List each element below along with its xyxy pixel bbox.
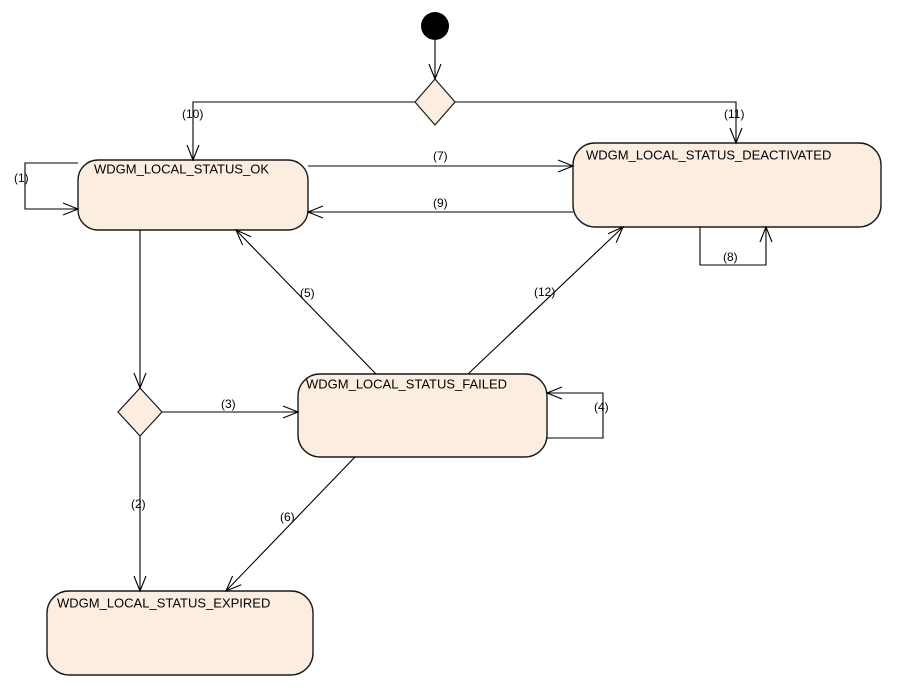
state-ok-label: WDGM_LOCAL_STATUS_OK: [94, 162, 269, 177]
transition-10: (10): [182, 101, 415, 162]
transition-4: (4): [545, 386, 609, 439]
transition-9: (9): [306, 196, 573, 219]
transition-9-label: (9): [433, 196, 448, 210]
transition-1-label: (1): [14, 171, 29, 185]
transition-3-label: (3): [221, 397, 236, 411]
transition-2-label: (2): [131, 497, 146, 511]
transition-5: (5): [234, 228, 377, 375]
top-choice-diamond: [414, 78, 456, 126]
transition-1: (1): [14, 162, 80, 216]
state-expired-label: WDGM_LOCAL_STATUS_EXPIRED: [57, 596, 270, 611]
transition-2: (2): [131, 436, 147, 593]
transition-12-label: (12): [534, 285, 555, 299]
transition-10-label: (10): [182, 107, 203, 121]
state-failed-label: WDGM_LOCAL_STATUS_FAILED: [306, 377, 507, 392]
transition-4-label: (4): [594, 400, 609, 414]
ok-to-choice-transition: [133, 230, 147, 390]
transition-8-label: (8): [723, 250, 738, 264]
middle-choice-diamond: [117, 387, 163, 437]
state-expired: WDGM_LOCAL_STATUS_EXPIRED: [46, 590, 314, 676]
transition-11: (11): [455, 101, 744, 145]
transition-3: (3): [162, 397, 300, 419]
transition-8: (8): [699, 225, 773, 266]
initial-transition: [428, 40, 442, 81]
transition-12: (12): [467, 225, 625, 375]
transition-11-label: (11): [724, 107, 744, 121]
state-failed: WDGM_LOCAL_STATUS_FAILED: [297, 373, 548, 458]
state-deactivated-label: WDGM_LOCAL_STATUS_DEACTIVATED: [586, 148, 831, 163]
initial-node: [421, 12, 449, 40]
transition-6-label: (6): [280, 510, 295, 524]
state-deactivated: WDGM_LOCAL_STATUS_DEACTIVATED: [572, 142, 882, 228]
transition-7-label: (7): [433, 149, 448, 163]
transition-6: (6): [224, 456, 356, 593]
transition-5-label: (5): [300, 286, 315, 300]
transition-7: (7): [308, 149, 575, 173]
state-ok: WDGM_LOCAL_STATUS_OK: [77, 159, 309, 231]
